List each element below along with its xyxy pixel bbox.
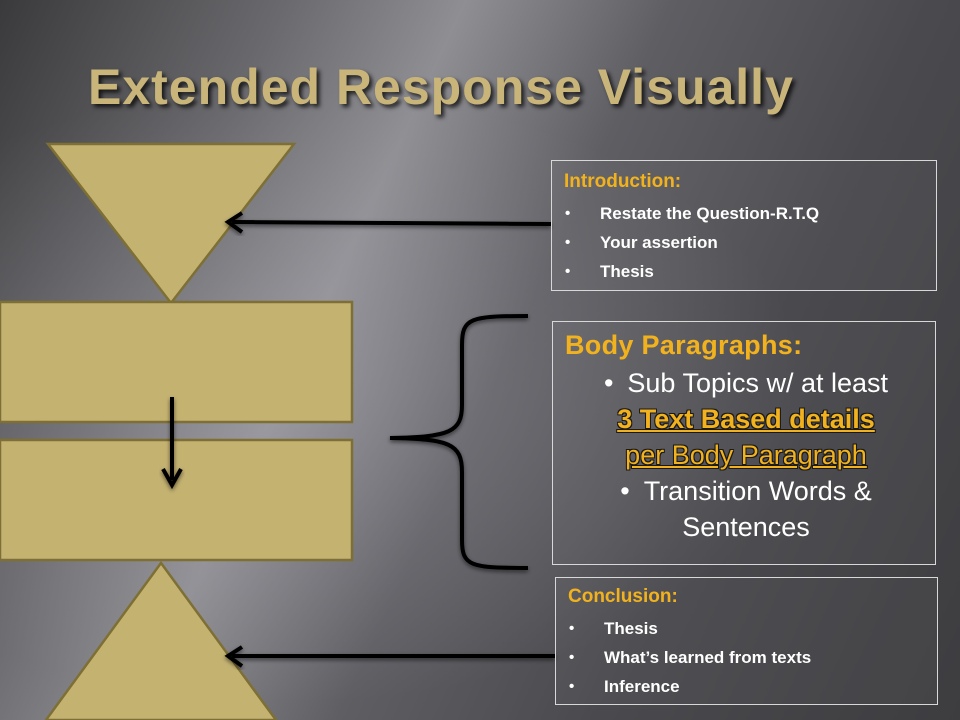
- body-item1-emphasis-2: per Body Paragraph: [625, 440, 867, 470]
- introduction-box: Introduction: Restate the Question-R.T.Q…: [551, 160, 937, 291]
- list-item: Thesis: [564, 257, 936, 286]
- list-item: • Transition Words & Sentences: [565, 473, 927, 545]
- body-list: • Sub Topics w/ at least 3 Text Based det…: [565, 365, 927, 545]
- body-heading: Body Paragraphs:: [565, 330, 803, 360]
- body-paragraphs-box: Body Paragraphs: • Sub Topics w/ at least…: [552, 321, 936, 565]
- body-rectangle-top: [0, 300, 354, 424]
- conclusion-heading: Conclusion:: [568, 586, 678, 607]
- conclusion-list: Thesis What’s learned from texts Inferen…: [568, 614, 937, 701]
- list-item: Thesis: [568, 614, 937, 643]
- curly-brace: [389, 314, 529, 570]
- body-item1-text: Sub Topics w/ at least: [627, 368, 889, 398]
- conclusion-box: Conclusion: Thesis What’s learned from t…: [555, 577, 938, 705]
- slide-title: Extended Response Visually: [88, 59, 794, 115]
- list-item: What’s learned from texts: [568, 643, 937, 672]
- conclusion-arrow: [224, 645, 555, 668]
- body-item2-text: Transition Words & Sentences: [643, 476, 872, 542]
- body-rectangle-bottom: [0, 438, 354, 562]
- introduction-list: Restate the Question-R.T.Q Your assertio…: [564, 199, 936, 286]
- introduction-heading: Introduction:: [564, 171, 682, 192]
- bullet-icon: •: [620, 476, 630, 506]
- down-arrow: [161, 397, 183, 490]
- conclusion-pyramid-triangle: [44, 560, 278, 720]
- list-item: Inference: [568, 672, 937, 701]
- list-item: • Sub Topics w/ at least 3 Text Based det…: [565, 365, 927, 473]
- list-item: Your assertion: [564, 228, 936, 257]
- body-item1-emphasis-1: 3 Text Based details: [617, 404, 875, 434]
- list-item: Restate the Question-R.T.Q: [564, 199, 936, 228]
- intro-arrow: [224, 211, 552, 234]
- bullet-icon: •: [603, 368, 614, 398]
